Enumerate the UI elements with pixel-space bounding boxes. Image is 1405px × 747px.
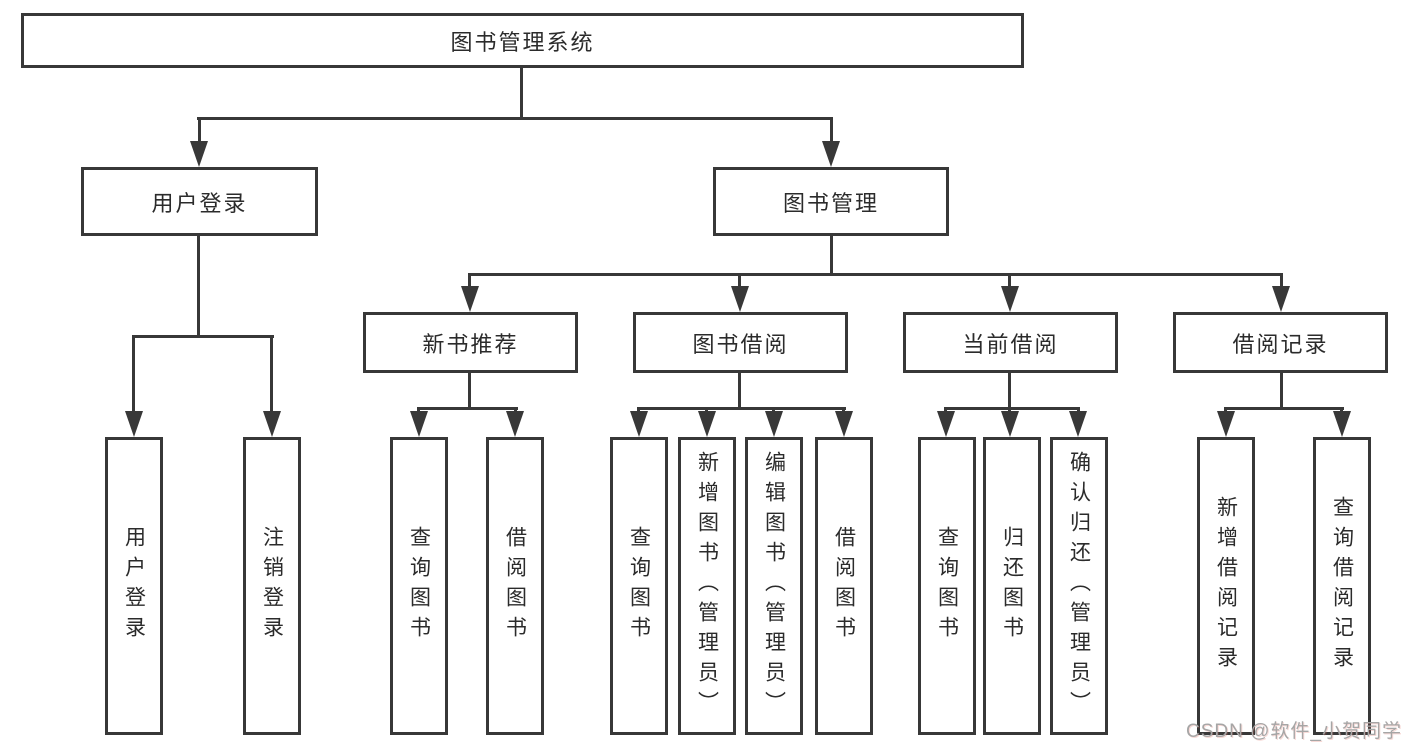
connector-nbr-rail	[417, 407, 518, 410]
connector-level2-rail	[197, 117, 833, 120]
node-user-login-label: 用户登录	[151, 190, 248, 216]
arrowhead-br-c2	[1333, 411, 1351, 437]
arrowhead-bb-c4	[835, 411, 853, 437]
arrowhead-nbr-c2	[506, 411, 524, 437]
node-nbr-query-books-label: 查询图书	[407, 526, 431, 646]
node-nbr-query-books: 查询图书	[390, 437, 448, 735]
node-bb-borrow-books-label: 借阅图书	[832, 526, 856, 646]
connector-nbr-down	[468, 373, 471, 407]
node-br-query-record-label: 查询借阅记录	[1330, 496, 1354, 676]
connector-records-stem	[1280, 273, 1283, 291]
node-borrow-records-label: 借阅记录	[1232, 331, 1329, 357]
arrowhead-to-current	[1001, 286, 1019, 312]
node-root-label: 图书管理系统	[450, 29, 595, 55]
connector-br-down	[1280, 373, 1283, 407]
connector-login-child2-stem	[270, 335, 273, 413]
arrowhead-bb-c3	[765, 411, 783, 437]
arrowhead-nbr-c1	[410, 411, 428, 437]
node-cb-return-books-label: 归还图书	[1000, 526, 1024, 646]
arrowhead-to-borrow	[731, 286, 749, 312]
connector-book-mgmt-down	[830, 236, 833, 273]
watermark: CSDN @软件_小贺同学	[1186, 721, 1402, 742]
arrowhead-bb-c2	[698, 411, 716, 437]
connector-current-stem	[1008, 273, 1011, 291]
node-login: 用户登录	[105, 437, 163, 735]
node-bb-borrow-books: 借阅图书	[815, 437, 873, 735]
node-logout: 注销登录	[243, 437, 301, 735]
connector-user-login-down	[197, 236, 200, 335]
connector-br-rail	[1224, 407, 1344, 410]
node-cb-confirm-return-label: 确认归还（管理员）	[1067, 451, 1091, 721]
node-new-book-rec: 新书推荐	[363, 312, 578, 373]
connector-user-login-rail	[132, 335, 274, 338]
connector-book-mgmt-stem	[830, 117, 833, 145]
node-current-borrow-label: 当前借阅	[962, 331, 1059, 357]
connector-login-child1-stem	[132, 335, 135, 413]
connector-new-book-stem	[468, 273, 471, 291]
node-current-borrow: 当前借阅	[903, 312, 1118, 373]
arrowhead-cb-c3	[1069, 411, 1087, 437]
node-bb-add-books: 新增图书（管理员）	[678, 437, 736, 735]
arrowhead-cb-c1	[937, 411, 955, 437]
node-nbr-borrow-books-label: 借阅图书	[503, 526, 527, 646]
node-logout-label: 注销登录	[260, 526, 284, 646]
arrowhead-to-login	[125, 411, 143, 437]
node-cb-return-books: 归还图书	[983, 437, 1041, 735]
node-bb-query-books: 查询图书	[610, 437, 668, 735]
arrowhead-to-user-login	[190, 141, 208, 167]
arrowhead-bb-c1	[630, 411, 648, 437]
node-new-book-rec-label: 新书推荐	[422, 331, 519, 357]
node-bb-query-books-label: 查询图书	[627, 526, 651, 646]
arrowhead-to-records	[1272, 286, 1290, 312]
connector-cb-down	[1008, 373, 1011, 407]
node-br-query-record: 查询借阅记录	[1313, 437, 1371, 735]
connector-cb-rail	[944, 407, 1080, 410]
node-book-borrow: 图书借阅	[633, 312, 848, 373]
node-book-mgmt: 图书管理	[713, 167, 949, 236]
node-bb-edit-books: 编辑图书（管理员）	[745, 437, 803, 735]
node-cb-confirm-return: 确认归还（管理员）	[1050, 437, 1108, 735]
arrowhead-to-logout	[263, 411, 281, 437]
node-user-login: 用户登录	[81, 167, 318, 236]
node-login-label: 用户登录	[122, 526, 146, 646]
node-book-mgmt-label: 图书管理	[782, 190, 879, 216]
connector-level3-rail	[468, 273, 1283, 276]
node-nbr-borrow-books: 借阅图书	[486, 437, 544, 735]
node-borrow-records: 借阅记录	[1173, 312, 1388, 373]
connector-bb-rail	[637, 407, 846, 410]
node-cb-query-books-label: 查询图书	[935, 526, 959, 646]
connector-bb-down	[738, 373, 741, 407]
node-root: 图书管理系统	[21, 13, 1024, 68]
node-cb-query-books: 查询图书	[918, 437, 976, 735]
node-br-add-record-label: 新增借阅记录	[1214, 496, 1238, 676]
node-bb-edit-books-label: 编辑图书（管理员）	[762, 451, 786, 721]
connector-root-stem	[520, 68, 523, 117]
arrowhead-to-new-book	[461, 286, 479, 312]
connector-user-login-stem	[198, 117, 201, 145]
arrowhead-to-book-mgmt	[822, 141, 840, 167]
node-bb-add-books-label: 新增图书（管理员）	[695, 451, 719, 721]
arrowhead-cb-c2	[1001, 411, 1019, 437]
connector-borrow-stem	[738, 273, 741, 291]
node-book-borrow-label: 图书借阅	[692, 331, 789, 357]
node-br-add-record: 新增借阅记录	[1197, 437, 1255, 735]
arrowhead-br-c1	[1217, 411, 1235, 437]
